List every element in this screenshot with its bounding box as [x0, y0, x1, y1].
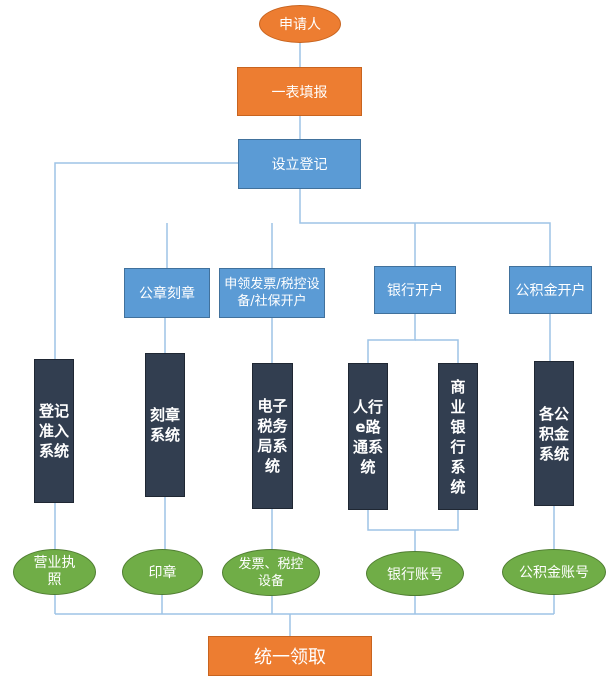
invoice-tax-social-node: 申领发票/税控设备/社保开户 [219, 268, 325, 318]
bank-account-node: 银行账号 [366, 551, 464, 596]
seal-system-node: 刻章系统 [145, 353, 185, 497]
business-license-node: 营业执照 [13, 549, 96, 595]
unified-collection-node: 统一领取 [208, 636, 372, 676]
applicant-node: 申请人 [259, 5, 341, 43]
housing-fund-system-node: 各公积金系统 [534, 361, 574, 506]
housing-fund-open-node: 公积金开户 [509, 266, 592, 314]
connector-registration-branches [299, 189, 551, 266]
commercial-bank-system-node: 商业银行系统 [438, 363, 478, 510]
e-tax-system-node: 电子税务局系统 [252, 363, 293, 509]
registration-system-node: 登记准入系统 [34, 359, 74, 503]
seal-engraving-node: 公章刻章 [124, 268, 210, 318]
form-node: 一表填报 [237, 67, 362, 116]
connector-bank-systems-join [367, 510, 459, 531]
connector-registration-system [54, 162, 238, 360]
registration-node: 设立登记 [238, 139, 361, 189]
housing-fund-account-node: 公积金账号 [502, 549, 606, 595]
bank-account-open-node: 银行开户 [374, 266, 456, 314]
invoice-tax-device-node: 发票、税控设备 [222, 549, 320, 596]
seal-node: 印章 [122, 549, 203, 595]
connector-bank-commercial [415, 339, 459, 364]
connector-bank-pboc [367, 314, 416, 364]
pboc-system-node: 人行e路通系统 [348, 363, 388, 510]
